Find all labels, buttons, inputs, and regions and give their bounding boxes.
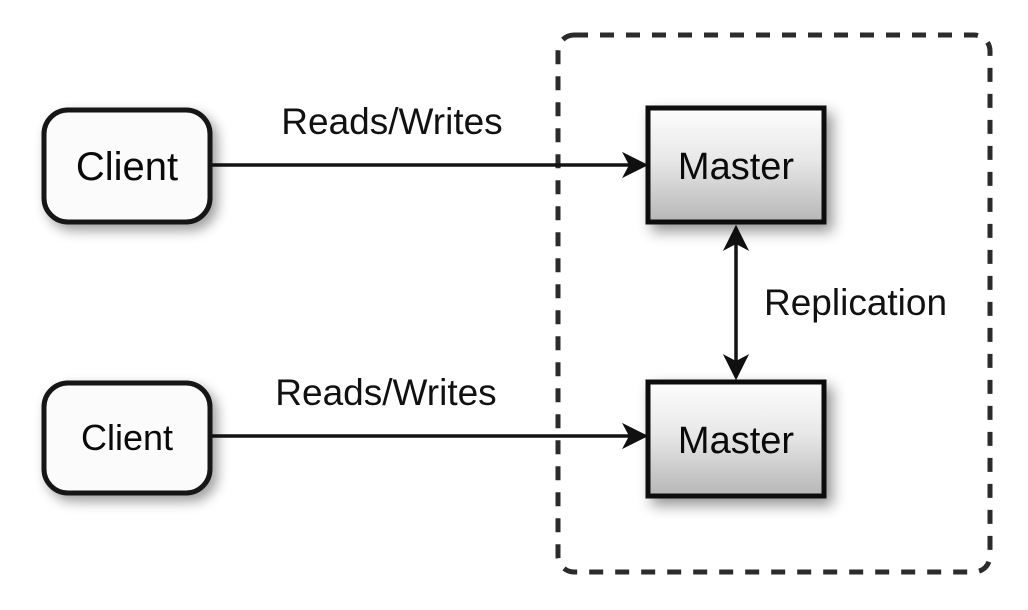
master-bottom-shape[interactable] [645,379,827,499]
edge-replication: Replication [722,224,947,381]
edge-reads-writes-bottom: Reads/Writes [210,372,649,450]
edge-label-reads-writes-top: Reads/Writes [281,101,502,142]
node-client-top[interactable]: Client [41,107,213,225]
client-bottom-shape[interactable] [41,380,213,496]
edge-label-replication: Replication [764,282,947,323]
client-bottom-label: Client [81,417,173,458]
edge-reads-writes-top: Reads/Writes [210,101,649,179]
node-master-bottom[interactable]: Master [645,379,827,499]
master-top-shape[interactable] [645,105,827,225]
client-top-shape[interactable] [41,107,213,225]
master-top-label: Master [678,146,794,188]
node-master-top[interactable]: Master [645,105,827,225]
master-bottom-label: Master [678,420,794,462]
node-client-bottom[interactable]: Client [41,380,213,496]
edge-label-reads-writes-bottom: Reads/Writes [275,372,496,413]
replication-cluster-boundary [555,32,993,575]
client-top-label: Client [76,145,178,189]
